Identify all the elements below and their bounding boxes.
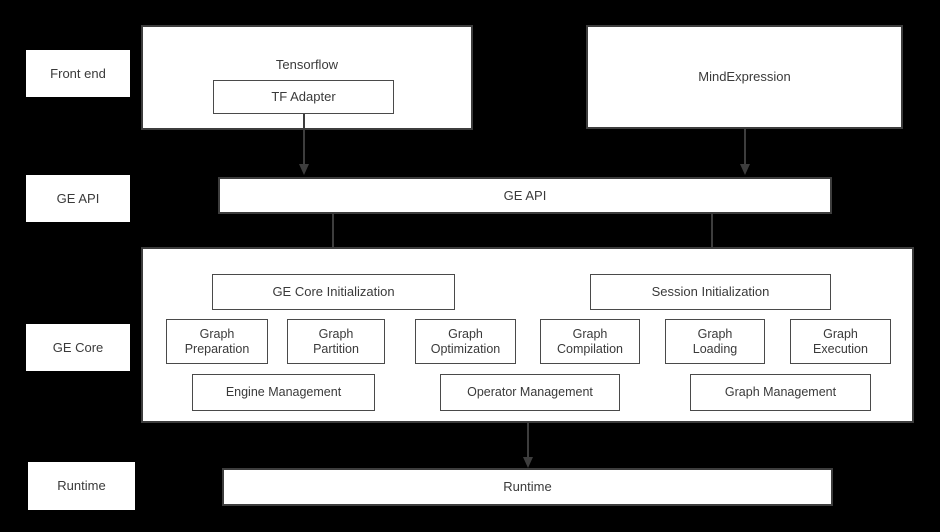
ge-core-initialization-box[interactable]: GE Core Initialization (212, 274, 455, 310)
graph-partition-label: Graph Partition (313, 326, 359, 356)
graph-optimization-box[interactable]: Graph Optimization (415, 319, 516, 364)
tf-adapter-label: TF Adapter (271, 89, 336, 105)
tensorflow-title: Tensorflow (275, 57, 339, 72)
layer-label-runtime-text: Runtime (57, 478, 106, 494)
graph-compilation-box[interactable]: Graph Compilation (540, 319, 640, 364)
ge-api-bar[interactable]: GE API (218, 177, 832, 214)
graph-execution-box[interactable]: Graph Execution (790, 319, 891, 364)
graph-management-label: Graph Management (724, 385, 837, 400)
graph-partition-box[interactable]: Graph Partition (287, 319, 385, 364)
engine-management-label: Engine Management (225, 385, 342, 400)
layer-label-front-end-text: Front end (50, 65, 106, 81)
layer-label-ge-core-text: GE Core (52, 339, 104, 355)
runtime-bar[interactable]: Runtime (222, 468, 833, 506)
layer-label-ge-api-text: GE API (56, 190, 100, 206)
layer-label-front-end: Front end (26, 50, 130, 97)
runtime-label: Runtime (503, 479, 552, 495)
session-initialization-box[interactable]: Session Initialization (590, 274, 831, 310)
graph-preparation-box[interactable]: Graph Preparation (166, 319, 268, 364)
graph-execution-label: Graph Execution (813, 326, 868, 356)
graph-optimization-label: Graph Optimization (430, 326, 501, 356)
layer-label-runtime: Runtime (28, 462, 135, 510)
tensorflow-container[interactable]: Tensorflow (141, 25, 473, 130)
connector-tf-adapter-stub (303, 114, 305, 130)
mindexpression-label: MindExpression (698, 69, 791, 85)
graph-management-box[interactable]: Graph Management (690, 374, 871, 411)
ge-core-initialization-label: GE Core Initialization (272, 284, 395, 300)
session-initialization-label: Session Initialization (651, 284, 770, 300)
graph-compilation-label: Graph Compilation (556, 326, 623, 356)
operator-management-label: Operator Management (467, 385, 593, 400)
operator-management-box[interactable]: Operator Management (440, 374, 620, 411)
ge-api-label: GE API (503, 187, 547, 203)
tf-adapter-box[interactable]: TF Adapter (213, 80, 394, 114)
graph-loading-label: Graph Loading (692, 326, 738, 356)
graph-preparation-label: Graph Preparation (184, 326, 250, 356)
mindexpression-container[interactable]: MindExpression (586, 25, 903, 129)
layer-label-ge-api: GE API (26, 175, 130, 222)
layer-label-ge-core: GE Core (26, 324, 130, 371)
graph-loading-box[interactable]: Graph Loading (665, 319, 765, 364)
engine-management-box[interactable]: Engine Management (192, 374, 375, 411)
